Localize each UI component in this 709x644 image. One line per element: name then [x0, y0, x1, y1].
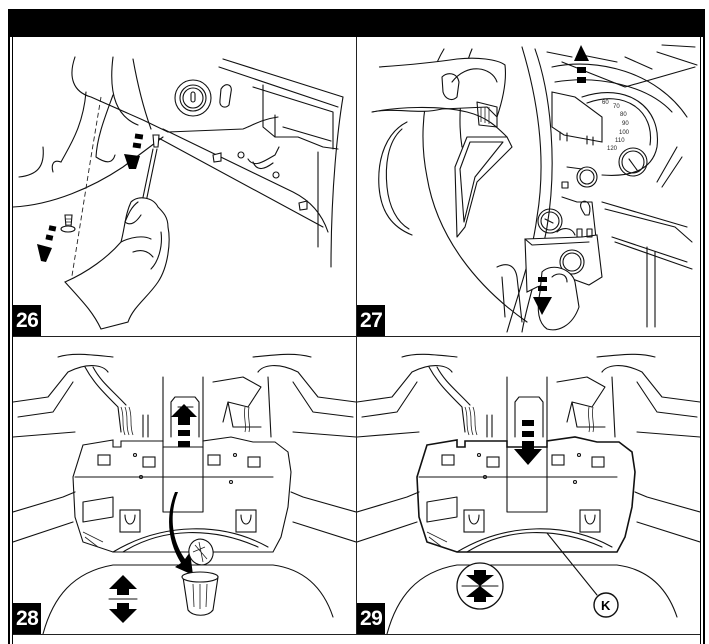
step-panel-27: 60 70 80 90 100 110 120 — [357, 37, 700, 336]
step-panel-29: K 29 — [357, 337, 700, 634]
steering-column-assembly — [357, 353, 700, 634]
page-border-right — [703, 9, 705, 644]
callout-k-label: K — [601, 598, 611, 613]
install-arrow-down-icon — [514, 420, 542, 465]
steering-column-assembly — [13, 353, 356, 634]
gauge-tick-80: 80 — [620, 112, 627, 118]
panel-divider-horizontal — [13, 336, 700, 337]
step-panel-26: 26 — [13, 37, 356, 336]
step-number-27: 27 — [357, 305, 386, 336]
illustration-install-clock-spring-module: K — [357, 353, 700, 634]
removal-arrow-down-icon — [124, 133, 144, 169]
speedometer-scale: 60 70 80 90 100 110 120 — [602, 100, 630, 152]
bin-dispose-arrow-icon — [169, 492, 193, 575]
illustration-remove-clock-spring-module — [13, 353, 356, 634]
panel-divider-vertical — [356, 37, 357, 634]
step-panel-28: 28 — [13, 337, 356, 634]
adjust-up-down-icon — [108, 575, 138, 623]
gauge-tick-60: 60 — [602, 100, 609, 106]
page-header-bar — [8, 9, 705, 37]
page-border-left-inner — [12, 37, 13, 644]
gauge-tick-100: 100 — [619, 130, 630, 136]
removal-arrow-up-icon — [574, 45, 589, 83]
gauge-tick-110: 110 — [615, 138, 625, 144]
removal-arrow-down-icon — [533, 277, 552, 315]
illustration-remove-steering-column-shroud: 60 70 80 90 100 110 120 — [371, 44, 698, 333]
compress-center-icon — [456, 562, 504, 610]
removal-arrow-down-icon — [37, 225, 57, 262]
removal-arrow-up-icon — [171, 404, 197, 447]
waste-bin-icon — [181, 538, 219, 616]
illustration-remove-lower-trim-screw — [13, 56, 344, 330]
page-border-right-inner — [700, 37, 701, 644]
step-number-29: 29 — [357, 603, 386, 634]
callout-k: K — [593, 592, 619, 618]
gauge-tick-70: 70 — [613, 104, 620, 110]
step-number-26: 26 — [13, 305, 42, 336]
gauge-tick-120: 120 — [607, 146, 618, 152]
step-number-28: 28 — [13, 603, 42, 634]
page-border-left — [8, 9, 10, 644]
gauge-tick-90: 90 — [622, 121, 629, 127]
callout-leader-line — [546, 532, 598, 596]
panel-divider-bottom — [13, 634, 700, 635]
